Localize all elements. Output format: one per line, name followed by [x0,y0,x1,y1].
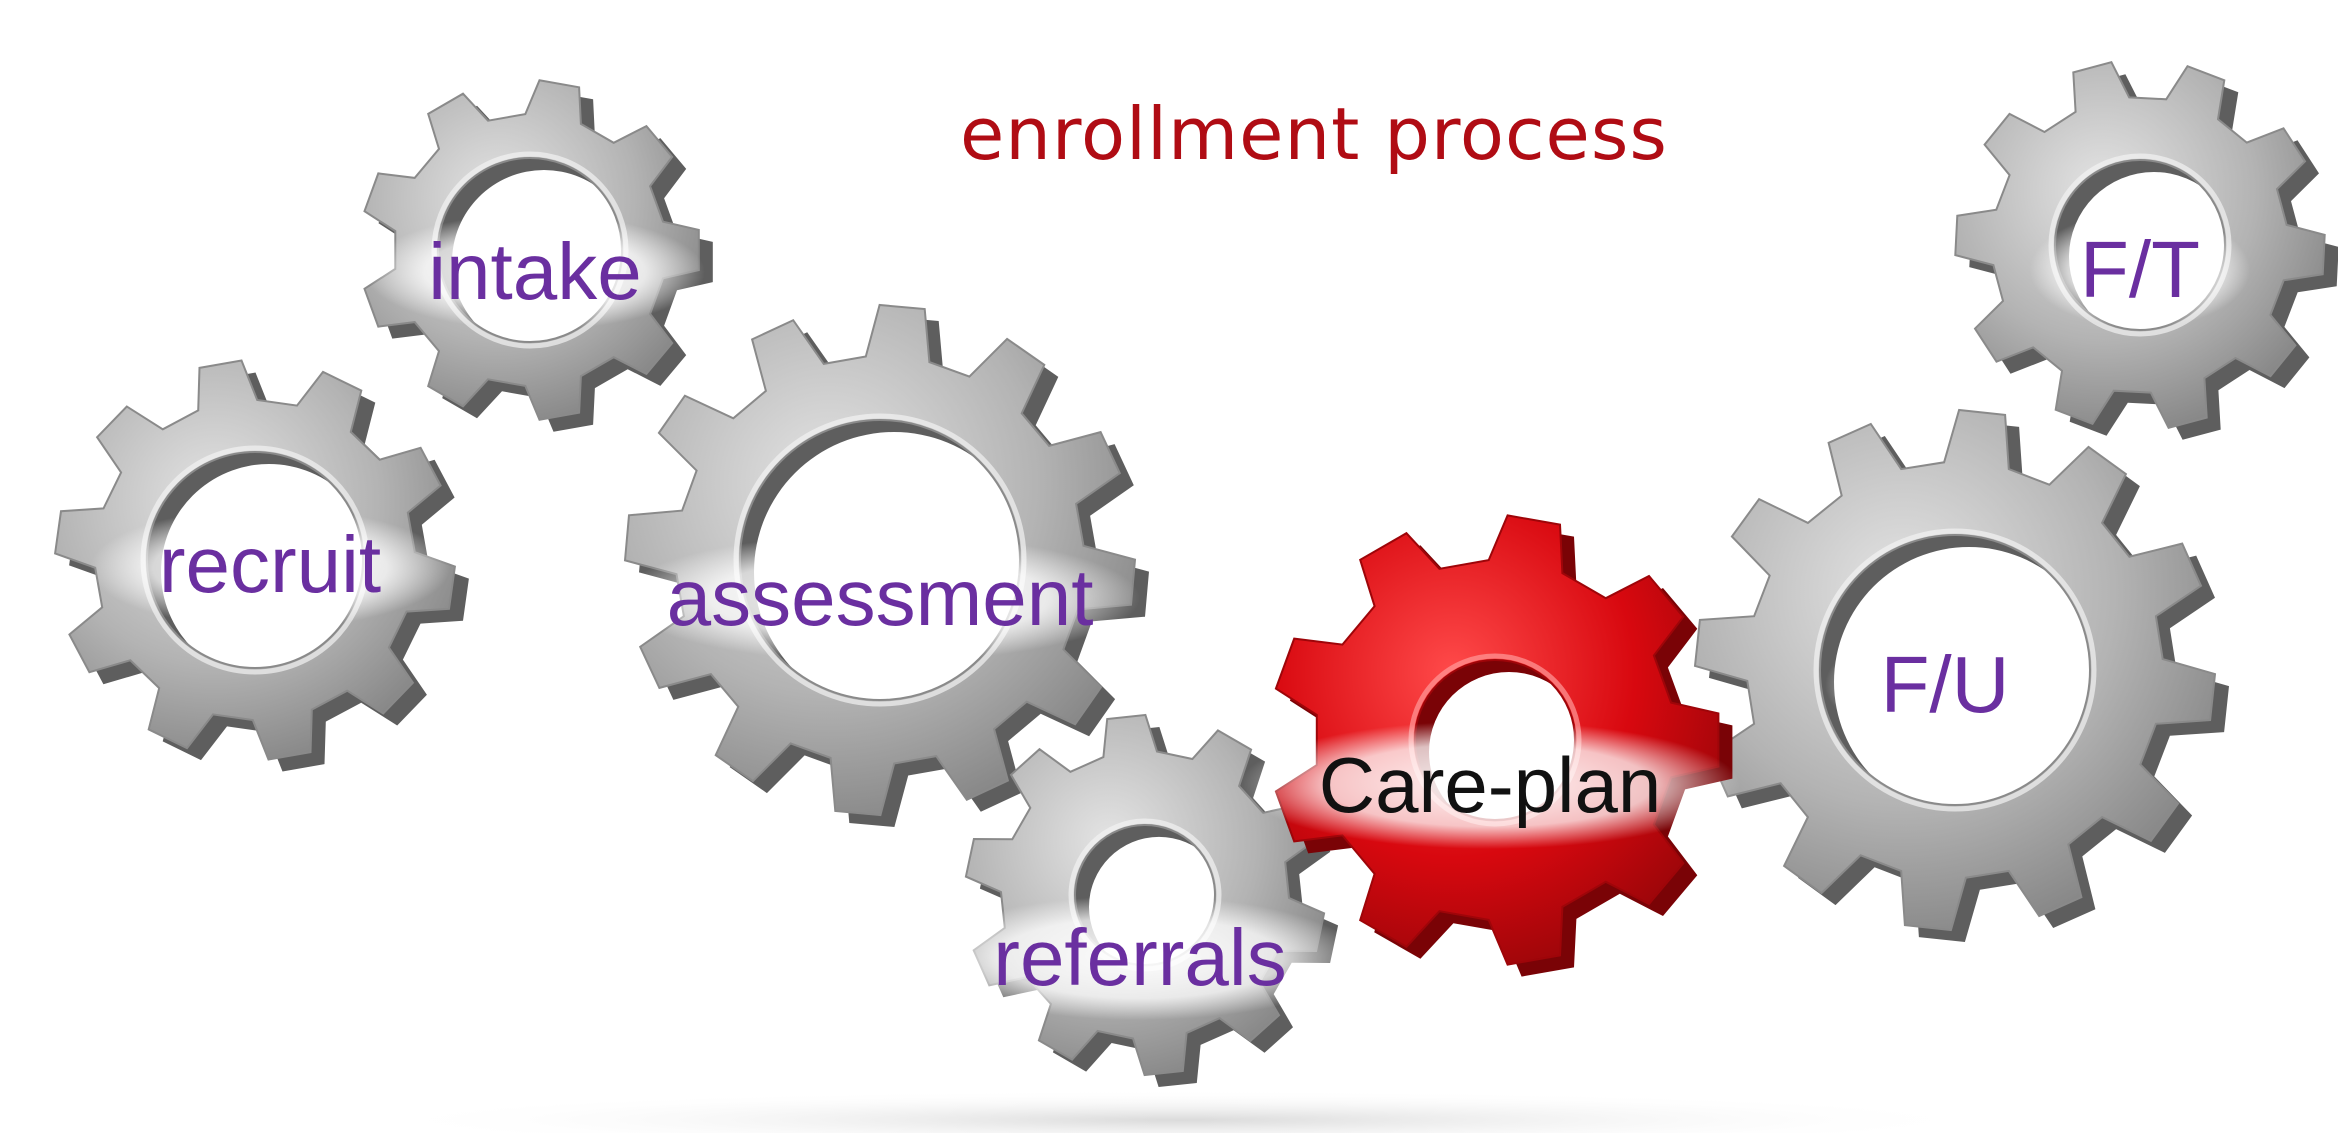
gear-assessment [623,303,1149,827]
gear-fu [1693,408,2229,942]
label-glow-intake [365,214,705,330]
gear-label-recruit: recruit [158,520,382,609]
label-glow-recruit [90,508,450,628]
floor-shadow [360,1090,2000,1133]
gear-label-assessment: assessment [666,553,1094,642]
gear-label-referrals: referrals [993,913,1287,1002]
gear-label-care-plan: Care-plan [1318,741,1662,829]
gear-label-ft: F/T [2080,225,2200,314]
gear-label-intake: intake [428,227,642,316]
diagram-title: enrollment process [960,92,1668,176]
label-glow-referrals [920,896,1360,1020]
gear-label-fu: F/U [1880,640,2010,729]
gear-fu-rim [1813,528,2097,812]
label-glow-care-plan [1240,721,1740,849]
label-glow-assessment [620,534,1140,662]
gear-fu-face [1693,408,2217,932]
gear-recruit [53,359,469,772]
label-glow-fu [1825,627,2065,743]
label-glow-ft [2030,212,2250,328]
